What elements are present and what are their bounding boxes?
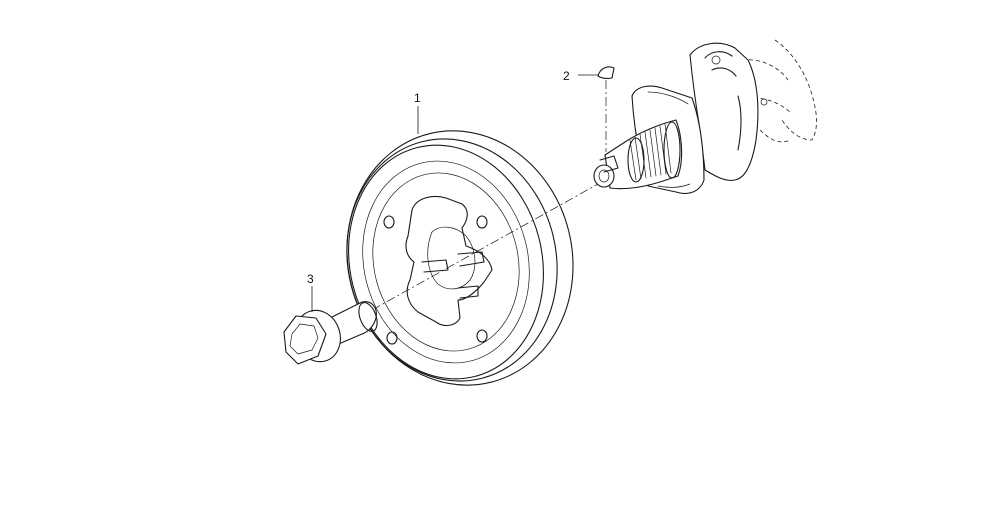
crankshaft-counterweight-hidden <box>774 39 817 141</box>
crankshaft-nose-bore <box>598 169 610 183</box>
callout-2: 2 <box>563 69 570 83</box>
pulley-bolt-hole-4 <box>386 331 398 345</box>
pulley-groove <box>346 138 558 382</box>
bolt-hex-face <box>289 323 319 355</box>
timing-gear-face <box>627 137 645 183</box>
crankshaft-timing-gear <box>627 121 681 183</box>
pulley-hub-notch <box>421 259 449 273</box>
timing-gear-back <box>663 121 681 179</box>
bolt-hex-head <box>283 315 327 365</box>
pulley-bolt-hole-2 <box>476 215 488 229</box>
crankshaft-web-edge <box>704 51 742 151</box>
bolt-shank-end <box>358 302 378 332</box>
pulley-face-inner-ring <box>372 172 520 352</box>
crankshaft <box>593 39 817 195</box>
pulley-hub-notch-2 <box>457 285 479 299</box>
bolt-shank <box>329 301 377 347</box>
pulley-bolt-hole-3 <box>476 329 488 343</box>
flange-bolt <box>283 301 378 365</box>
crankshaft-web-hidden <box>739 59 791 143</box>
pulley-hub-bore <box>427 226 476 290</box>
callout-3: 3 <box>307 272 314 286</box>
pulley-hub-key-slot <box>457 251 485 267</box>
crankshaft-pulley <box>346 130 574 386</box>
woodruff-key-body <box>597 66 615 79</box>
crankshaft-keyway <box>599 155 619 173</box>
crankshaft-oil-hole-2 <box>760 98 768 106</box>
crankshaft-front-web-edge <box>647 91 691 188</box>
pulley-bolt-hole-1 <box>383 215 395 229</box>
callout-1: 1 <box>414 91 421 105</box>
pulley-hub-lobes <box>405 195 493 327</box>
pulley-face-ring <box>362 160 530 364</box>
crankshaft-oil-hole <box>711 55 721 65</box>
crankshaft-nose-tip <box>593 164 615 188</box>
woodruff-key <box>597 66 615 152</box>
